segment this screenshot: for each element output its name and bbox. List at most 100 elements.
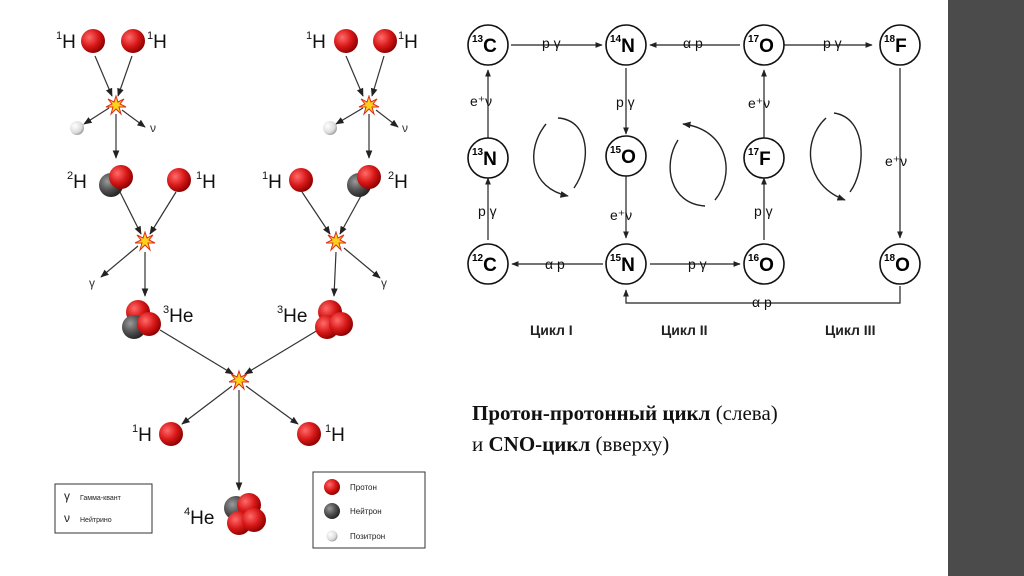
svg-text:p γ: p γ xyxy=(542,35,561,51)
svg-text:4He: 4He xyxy=(184,506,214,529)
cycle-rotation-arrows xyxy=(533,112,862,207)
legend-proton-swatch xyxy=(324,479,340,495)
node-n13: 13N xyxy=(467,137,509,179)
pp-labels: 1H 1H 1H 1H 2H 1H 1H 2H 3He 3He 1H 1H 4H… xyxy=(56,30,418,529)
legend-right: Протон Нейтрон Позитрон xyxy=(312,471,426,549)
svg-text:p γ: p γ xyxy=(478,203,497,219)
svg-text:Цикл III: Цикл III xyxy=(825,322,875,338)
proton-particle xyxy=(373,29,397,53)
svg-text:12C: 12C xyxy=(472,253,497,276)
proton-particle xyxy=(167,168,191,192)
svg-text:14N: 14N xyxy=(610,34,635,57)
svg-text:17F: 17F xyxy=(748,147,771,170)
deuterium-left xyxy=(99,165,133,197)
svg-text:ν: ν xyxy=(64,511,70,525)
svg-text:1H: 1H xyxy=(398,30,418,53)
svg-text:3He: 3He xyxy=(163,304,193,327)
svg-text:e⁺ν: e⁺ν xyxy=(470,93,492,109)
svg-text:Позитрон: Позитрон xyxy=(350,532,385,541)
legend-positron-swatch xyxy=(326,530,338,542)
svg-text:γ: γ xyxy=(64,489,70,503)
svg-text:e⁺ν: e⁺ν xyxy=(610,207,632,223)
svg-text:3He: 3He xyxy=(277,304,307,327)
decorative-sidebar xyxy=(948,0,1024,576)
proton-particle xyxy=(334,29,358,53)
deuterium-right xyxy=(347,165,381,197)
cycle-labels: Цикл I Цикл II Цикл III xyxy=(530,322,875,338)
caption-line-1: Протон-протонный цикл (слева) xyxy=(472,401,778,425)
svg-text:18F: 18F xyxy=(884,34,907,57)
svg-text:γ: γ xyxy=(381,276,387,290)
svg-text:1H: 1H xyxy=(132,423,152,446)
proton-particle xyxy=(297,422,321,446)
node-o18: 18O xyxy=(879,243,921,285)
proton-particle xyxy=(121,29,145,53)
node-n14: 14N xyxy=(605,24,647,66)
svg-text:1H: 1H xyxy=(306,30,326,53)
proton-particle xyxy=(289,168,313,192)
node-c13: 13C xyxy=(467,24,509,66)
cno-cycle: 13C 14N 17O 18F 13N 15O 17F 12C 15N 16O … xyxy=(467,24,921,338)
svg-text:ν: ν xyxy=(150,121,156,135)
svg-text:15O: 15O xyxy=(610,145,636,168)
flash-1 xyxy=(105,94,127,116)
node-f17: 17F xyxy=(743,137,785,179)
helium3-right xyxy=(315,300,353,339)
slide-caption: Протон-протонный цикл (слева) и CNO-цикл… xyxy=(472,398,932,460)
svg-text:18O: 18O xyxy=(884,253,910,276)
svg-text:1H: 1H xyxy=(196,170,216,193)
proton-particle xyxy=(159,422,183,446)
diagram-canvas: 1H 1H 1H 1H 2H 1H 1H 2H 3He 3He 1H 1H 4H… xyxy=(54,24,921,549)
flash-5 xyxy=(228,369,250,391)
reaction-flashes xyxy=(105,94,380,391)
svg-text:17O: 17O xyxy=(748,34,774,57)
svg-text:p γ: p γ xyxy=(616,94,635,110)
positron-particle xyxy=(70,121,84,135)
svg-text:16O: 16O xyxy=(748,253,774,276)
svg-text:ν: ν xyxy=(402,121,408,135)
svg-text:α p: α p xyxy=(683,35,703,51)
node-o16: 16O xyxy=(743,243,785,285)
svg-text:Цикл II: Цикл II xyxy=(661,322,708,338)
pp-arrows-right xyxy=(301,55,399,297)
svg-text:Нейтрон: Нейтрон xyxy=(350,507,382,516)
proton-particle xyxy=(81,29,105,53)
pp-arrows-final xyxy=(159,329,319,491)
helium4 xyxy=(224,493,266,535)
svg-text:α p: α p xyxy=(752,294,772,310)
svg-text:p γ: p γ xyxy=(688,256,707,272)
helium3-left xyxy=(122,300,161,339)
pp-arrows-left xyxy=(83,55,177,297)
cno-nodes: 13C 14N 17O 18F 13N 15O 17F 12C 15N 16O … xyxy=(467,24,921,285)
flash-2 xyxy=(358,94,380,116)
caption-line-2: и CNO-цикл (вверху) xyxy=(472,432,670,456)
svg-text:γ: γ xyxy=(89,276,95,290)
svg-text:1H: 1H xyxy=(325,423,345,446)
svg-text:Цикл I: Цикл I xyxy=(530,322,573,338)
legend-neutron-swatch xyxy=(324,503,340,519)
svg-text:p γ: p γ xyxy=(823,35,842,51)
svg-text:e⁺ν: e⁺ν xyxy=(748,95,770,111)
svg-text:e⁺ν: e⁺ν xyxy=(885,153,907,169)
positron-particle xyxy=(323,121,337,135)
svg-text:Нейтрино: Нейтрино xyxy=(80,516,112,524)
svg-text:2H: 2H xyxy=(67,170,87,193)
pp-emission-labels: ν ν γ γ xyxy=(89,121,408,290)
flash-3 xyxy=(134,230,156,252)
cno-reaction-labels: p γ α p p γ e⁺ν p γ p γ e⁺ν α p p γ p γ … xyxy=(470,35,907,310)
svg-text:Протон: Протон xyxy=(350,483,377,492)
flash-4 xyxy=(325,230,347,252)
svg-text:α p: α p xyxy=(545,256,565,272)
svg-text:2H: 2H xyxy=(388,170,408,193)
node-c12: 12C xyxy=(467,243,509,285)
svg-text:p γ: p γ xyxy=(754,203,773,219)
svg-text:15N: 15N xyxy=(610,253,635,276)
node-o15: 15O xyxy=(605,135,647,177)
svg-text:1H: 1H xyxy=(262,170,282,193)
svg-text:13C: 13C xyxy=(472,34,497,57)
legend-left: γ Гамма-квант ν Нейтрино xyxy=(54,483,153,534)
svg-text:13N: 13N xyxy=(472,147,497,170)
svg-text:1H: 1H xyxy=(56,30,76,53)
node-f18: 18F xyxy=(879,24,921,66)
